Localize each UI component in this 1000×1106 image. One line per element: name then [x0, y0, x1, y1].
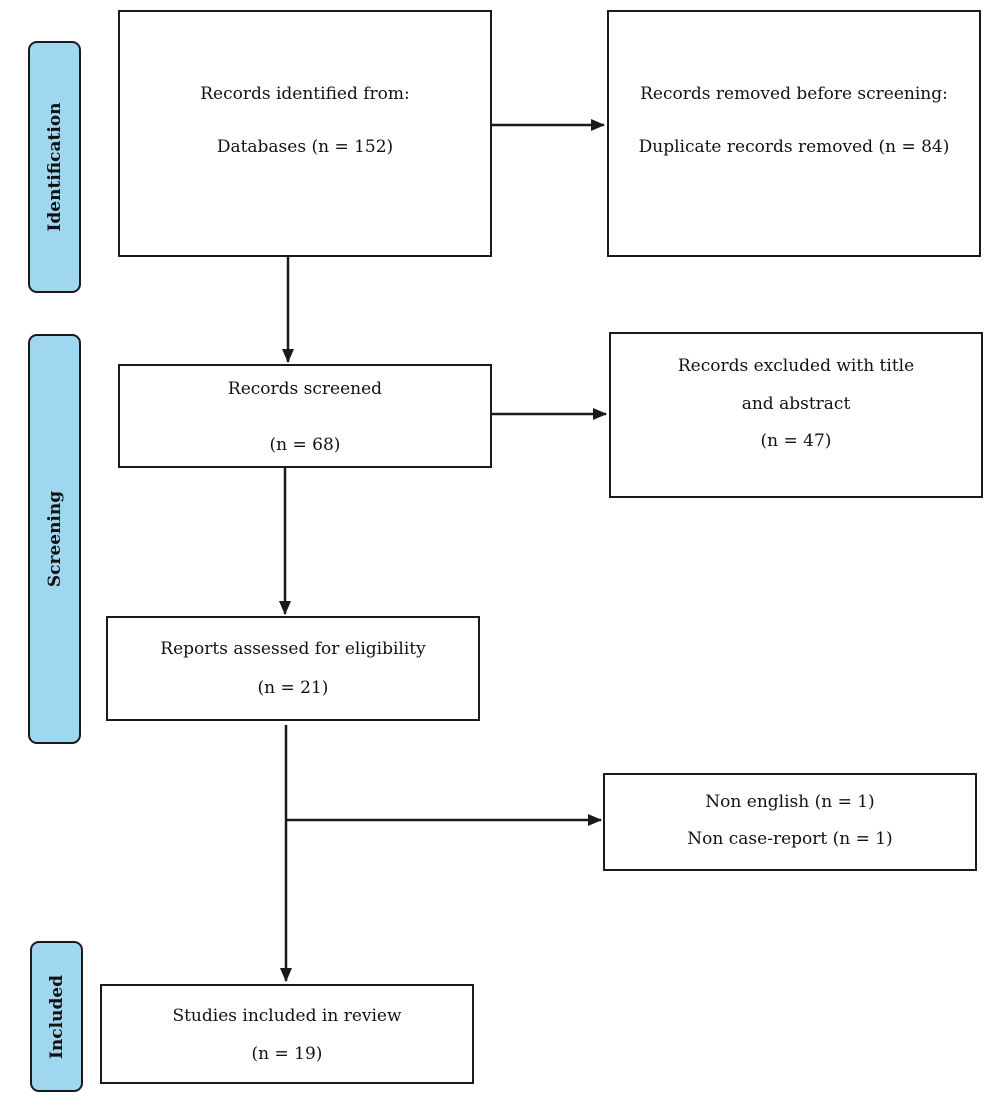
records-excluded-line2: and abstract [741, 394, 851, 414]
reports-assessed-title: Reports assessed for eligibility [160, 639, 426, 659]
records-identified-title: Records identified from: [200, 84, 410, 104]
reports-assessed-count: (n = 21) [257, 678, 329, 698]
records-removed-title: Records removed before screening: [640, 84, 948, 104]
reports-excluded-non-english: Non english (n = 1) [705, 792, 875, 812]
records-screened-box: Records screened (n = 68) [118, 364, 492, 468]
records-identified-count: Databases (n = 152) [216, 137, 394, 157]
reports-assessed-box: Reports assessed for eligibility (n = 21… [106, 616, 480, 721]
records-excluded-box: Records excluded with title and abstract… [609, 332, 983, 498]
studies-included-box: Studies included in review (n = 19) [100, 984, 474, 1084]
phase-screening: Screening [28, 334, 81, 744]
records-identified-box: Records identified from: Databases (n = … [118, 10, 492, 257]
records-screened-title: Records screened [227, 379, 383, 399]
studies-included-title: Studies included in review [172, 1006, 402, 1026]
records-removed-count: Duplicate records removed (n = 84) [638, 137, 950, 157]
phase-included: Included [30, 941, 83, 1092]
reports-excluded-box: Non english (n = 1) Non case-report (n =… [603, 773, 977, 871]
phase-identification: Identification [28, 41, 81, 293]
studies-included-count: (n = 19) [251, 1044, 323, 1064]
records-excluded-line1: Records excluded with title [677, 356, 915, 376]
records-excluded-count: (n = 47) [760, 431, 832, 451]
records-screened-count: (n = 68) [269, 435, 341, 455]
reports-excluded-non-case-report: Non case-report (n = 1) [687, 829, 893, 849]
records-removed-box: Records removed before screening: Duplic… [607, 10, 981, 257]
